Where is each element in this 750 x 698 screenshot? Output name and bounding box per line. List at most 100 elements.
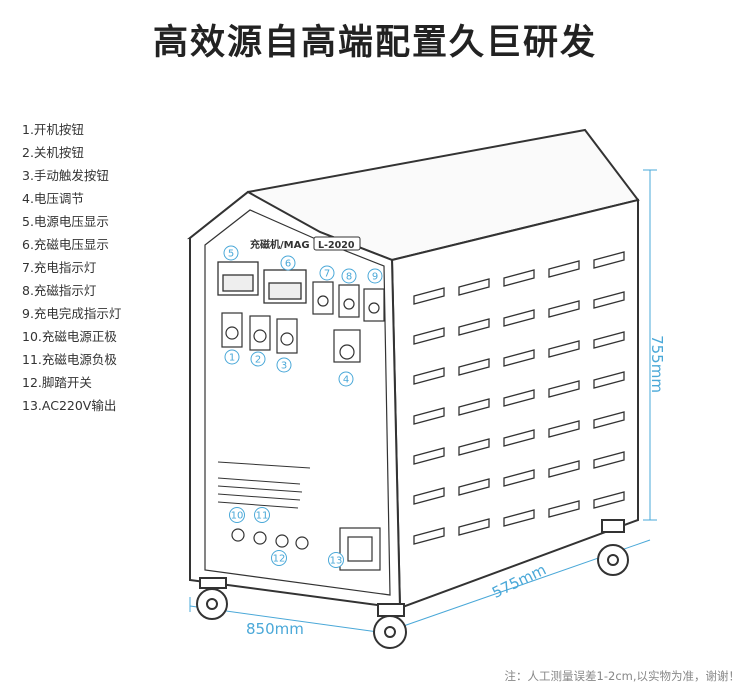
vent-slot [548, 260, 580, 278]
vent-slot [413, 327, 445, 345]
callout-markers: 1 2 3 4 5 6 7 8 9 10 11 12 13 [223, 245, 383, 568]
legend-item: 3.手动触发按钮 [22, 168, 109, 183]
vent-slot [458, 318, 490, 336]
vent-slot [413, 287, 445, 305]
magnetize-indicator-light [343, 298, 355, 310]
svg-text:6: 6 [285, 259, 291, 270]
vent-slot [458, 278, 490, 296]
model-label: 充磁机/MAG [250, 238, 310, 251]
callout-2: 2 [250, 351, 266, 367]
vent-slot [548, 500, 580, 518]
casters [196, 519, 629, 649]
vent-slot [503, 309, 535, 327]
vent-slot [458, 438, 490, 456]
vent-slot [413, 487, 445, 505]
nameplate [217, 461, 311, 509]
vent-slot [548, 380, 580, 398]
vent-slot [413, 367, 445, 385]
legend-item: 13.AC220V输出 [22, 398, 117, 413]
model-code: L-2020 [318, 240, 355, 251]
vent-slot [503, 269, 535, 287]
feature-legend: 1.开机按钮 2.关机按钮 3.手动触发按钮 4.电压调节 5.电源电压显示 6… [22, 122, 121, 421]
callout-13: 13 [328, 552, 344, 568]
vent-slot [503, 349, 535, 367]
legend-item: 10.充磁电源正极 [22, 329, 117, 344]
vent-slot [458, 398, 490, 416]
vent-slot [593, 331, 625, 349]
vent-slot [593, 451, 625, 469]
vent-slot [503, 509, 535, 527]
legend-item: 1.开机按钮 [22, 122, 84, 137]
foot-switch-port-2[interactable] [295, 536, 309, 550]
svg-text:3: 3 [281, 361, 287, 372]
callout-6: 6 [280, 255, 296, 271]
height-dimension-label: 755mm [647, 335, 666, 393]
svg-text:8: 8 [346, 272, 352, 283]
side-vents [413, 251, 625, 545]
svg-text:12: 12 [273, 554, 286, 565]
callout-12: 12 [271, 550, 287, 566]
legend-item: 9.充电完成指示灯 [22, 306, 122, 321]
vent-slot [593, 371, 625, 389]
ac220v-outlet[interactable] [347, 536, 373, 562]
vent-slot [548, 300, 580, 318]
svg-text:10: 10 [231, 511, 244, 522]
callout-11: 11 [254, 507, 270, 523]
power-voltage-screen [222, 274, 254, 292]
power-off-button[interactable] [253, 329, 267, 343]
callout-7: 7 [319, 265, 335, 281]
charge-indicator-light [317, 295, 329, 307]
svg-text:1: 1 [229, 353, 235, 364]
legend-item: 2.关机按钮 [22, 145, 84, 160]
callout-9: 9 [367, 268, 383, 284]
vent-slot [593, 411, 625, 429]
legend-item: 12.脚踏开关 [22, 375, 92, 390]
svg-text:5: 5 [228, 249, 234, 260]
callout-8: 8 [341, 268, 357, 284]
legend-item: 4.电压调节 [22, 191, 84, 206]
measurement-footnote: 注：人工测量误差1-2cm,以实物为准，谢谢！ [504, 669, 740, 683]
vent-slot [458, 478, 490, 496]
vent-slot [503, 469, 535, 487]
svg-text:9: 9 [372, 272, 378, 283]
vent-slot [413, 407, 445, 425]
vent-slot [413, 527, 445, 545]
vent-slot [503, 429, 535, 447]
width-dimension-label: 850mm [246, 620, 304, 638]
vent-slot [593, 291, 625, 309]
vent-slot [548, 460, 580, 478]
svg-text:2: 2 [255, 355, 261, 366]
vent-slot [458, 518, 490, 536]
power-on-button[interactable] [225, 326, 239, 340]
callout-1: 1 [224, 349, 240, 365]
svg-text:11: 11 [256, 511, 269, 522]
legend-item: 6.充磁电压显示 [22, 237, 109, 252]
negative-terminal[interactable] [253, 531, 267, 545]
positive-terminal[interactable] [231, 528, 245, 542]
complete-indicator-light [368, 302, 380, 314]
svg-text:7: 7 [324, 269, 330, 280]
vent-slot [548, 340, 580, 358]
callout-3: 3 [276, 357, 292, 373]
vent-slot [413, 447, 445, 465]
manual-trigger-button[interactable] [280, 332, 294, 346]
vent-slot [593, 251, 625, 269]
vent-slot [503, 389, 535, 407]
svg-text:4: 4 [343, 375, 349, 386]
legend-item: 5.电源电压显示 [22, 214, 109, 229]
callout-4: 4 [338, 371, 354, 387]
vent-slot [593, 491, 625, 509]
svg-text:13: 13 [330, 556, 343, 567]
callout-5: 5 [223, 245, 239, 261]
callout-10: 10 [229, 507, 245, 523]
legend-item: 7.充电指示灯 [22, 260, 97, 275]
vent-slot [458, 358, 490, 376]
vent-slot [548, 420, 580, 438]
legend-item: 8.充磁指示灯 [22, 283, 97, 298]
voltage-adjust-knob[interactable] [339, 344, 355, 360]
magnetize-voltage-screen [268, 282, 302, 300]
legend-item: 11.充磁电源负极 [22, 352, 117, 367]
front-panel [204, 209, 391, 596]
foot-switch-port[interactable] [275, 534, 289, 548]
